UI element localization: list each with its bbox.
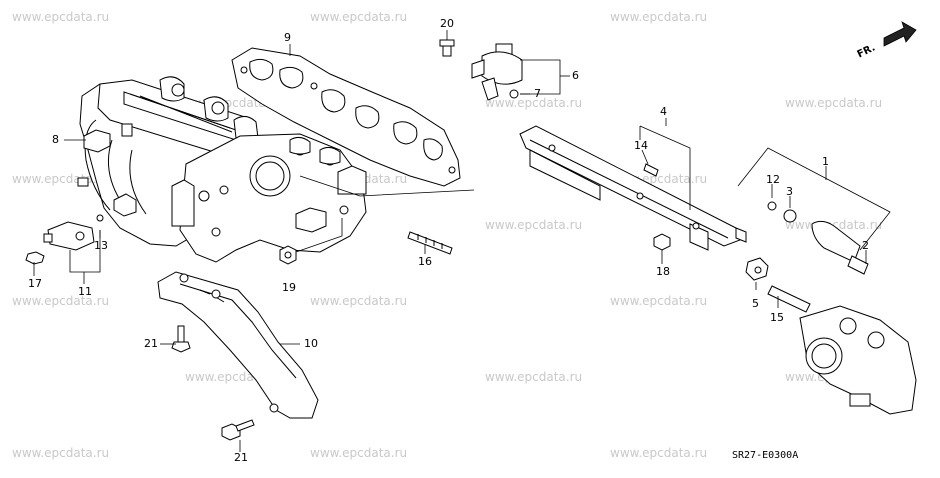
callout-21-lower: 21: [234, 451, 248, 464]
intake-manifold: [77, 76, 367, 263]
callout-20: 20: [440, 17, 454, 30]
callout-8: 8: [52, 133, 59, 146]
watermark: www.epcdata.ru: [12, 10, 110, 24]
watermark: www.epcdata.ru: [310, 294, 408, 308]
callout-3: 3: [786, 185, 793, 198]
bolt-20: [439, 39, 455, 57]
watermark: www.epcdata.ru: [610, 446, 708, 460]
stud-15: [767, 285, 811, 313]
watermark: www.epcdata.ru: [12, 446, 110, 460]
screw-17: [25, 251, 45, 265]
stud-16: [407, 231, 453, 255]
stud-14: [643, 163, 659, 177]
washer-5: [745, 257, 769, 281]
front-direction-arrow: [883, 21, 917, 47]
watermark: www.epcdata.ru: [785, 218, 883, 232]
callout-2: 2: [862, 239, 869, 252]
callout-9: 9: [284, 31, 291, 44]
cylinder-head: [799, 305, 917, 415]
callout-19: 19: [282, 281, 296, 294]
watermark: www.epcdata.ru: [485, 218, 583, 232]
fuel-pressure-regulator: [471, 43, 523, 101]
manifold-bracket: [157, 271, 319, 419]
callout-1: 1: [822, 155, 829, 168]
callout-7: 7: [534, 87, 541, 100]
watermark: www.epcdata.ru: [310, 10, 408, 24]
bolt-21-upper: [171, 325, 191, 353]
callout-15: 15: [770, 311, 784, 324]
callout-12: 12: [766, 173, 780, 186]
watermark: www.epcdata.ru: [610, 10, 708, 24]
watermark: www.epcdata.ru: [785, 96, 883, 110]
callout-5: 5: [752, 297, 759, 310]
callout-11: 11: [78, 285, 92, 298]
callout-4: 4: [660, 105, 667, 118]
watermark: www.epcdata.ru: [12, 294, 110, 308]
diagram-code: SR27-E0300A: [732, 450, 799, 461]
intake-manifold-gasket: [231, 47, 461, 187]
callout-14: 14: [634, 139, 648, 152]
callout-13: 13: [94, 239, 108, 252]
watermark: www.epcdata.ru: [610, 294, 708, 308]
nut-18: [653, 233, 671, 251]
fuel-injector: [767, 201, 869, 275]
callout-21-upper: 21: [144, 337, 158, 350]
map-sensor: [43, 214, 104, 251]
callout-18: 18: [656, 265, 670, 278]
nut-19: [279, 245, 297, 265]
fuel-rail: [519, 125, 747, 251]
watermark: www.epcdata.ru: [485, 96, 583, 110]
callout-6: 6: [572, 69, 579, 82]
watermark: www.epcdata.ru: [310, 446, 408, 460]
callout-16: 16: [418, 255, 432, 268]
watermark: www.epcdata.ru: [485, 370, 583, 384]
callout-17: 17: [28, 277, 42, 290]
leader-lines: [33, 30, 891, 452]
callout-10: 10: [304, 337, 318, 350]
bolt-21-lower: [221, 419, 255, 441]
